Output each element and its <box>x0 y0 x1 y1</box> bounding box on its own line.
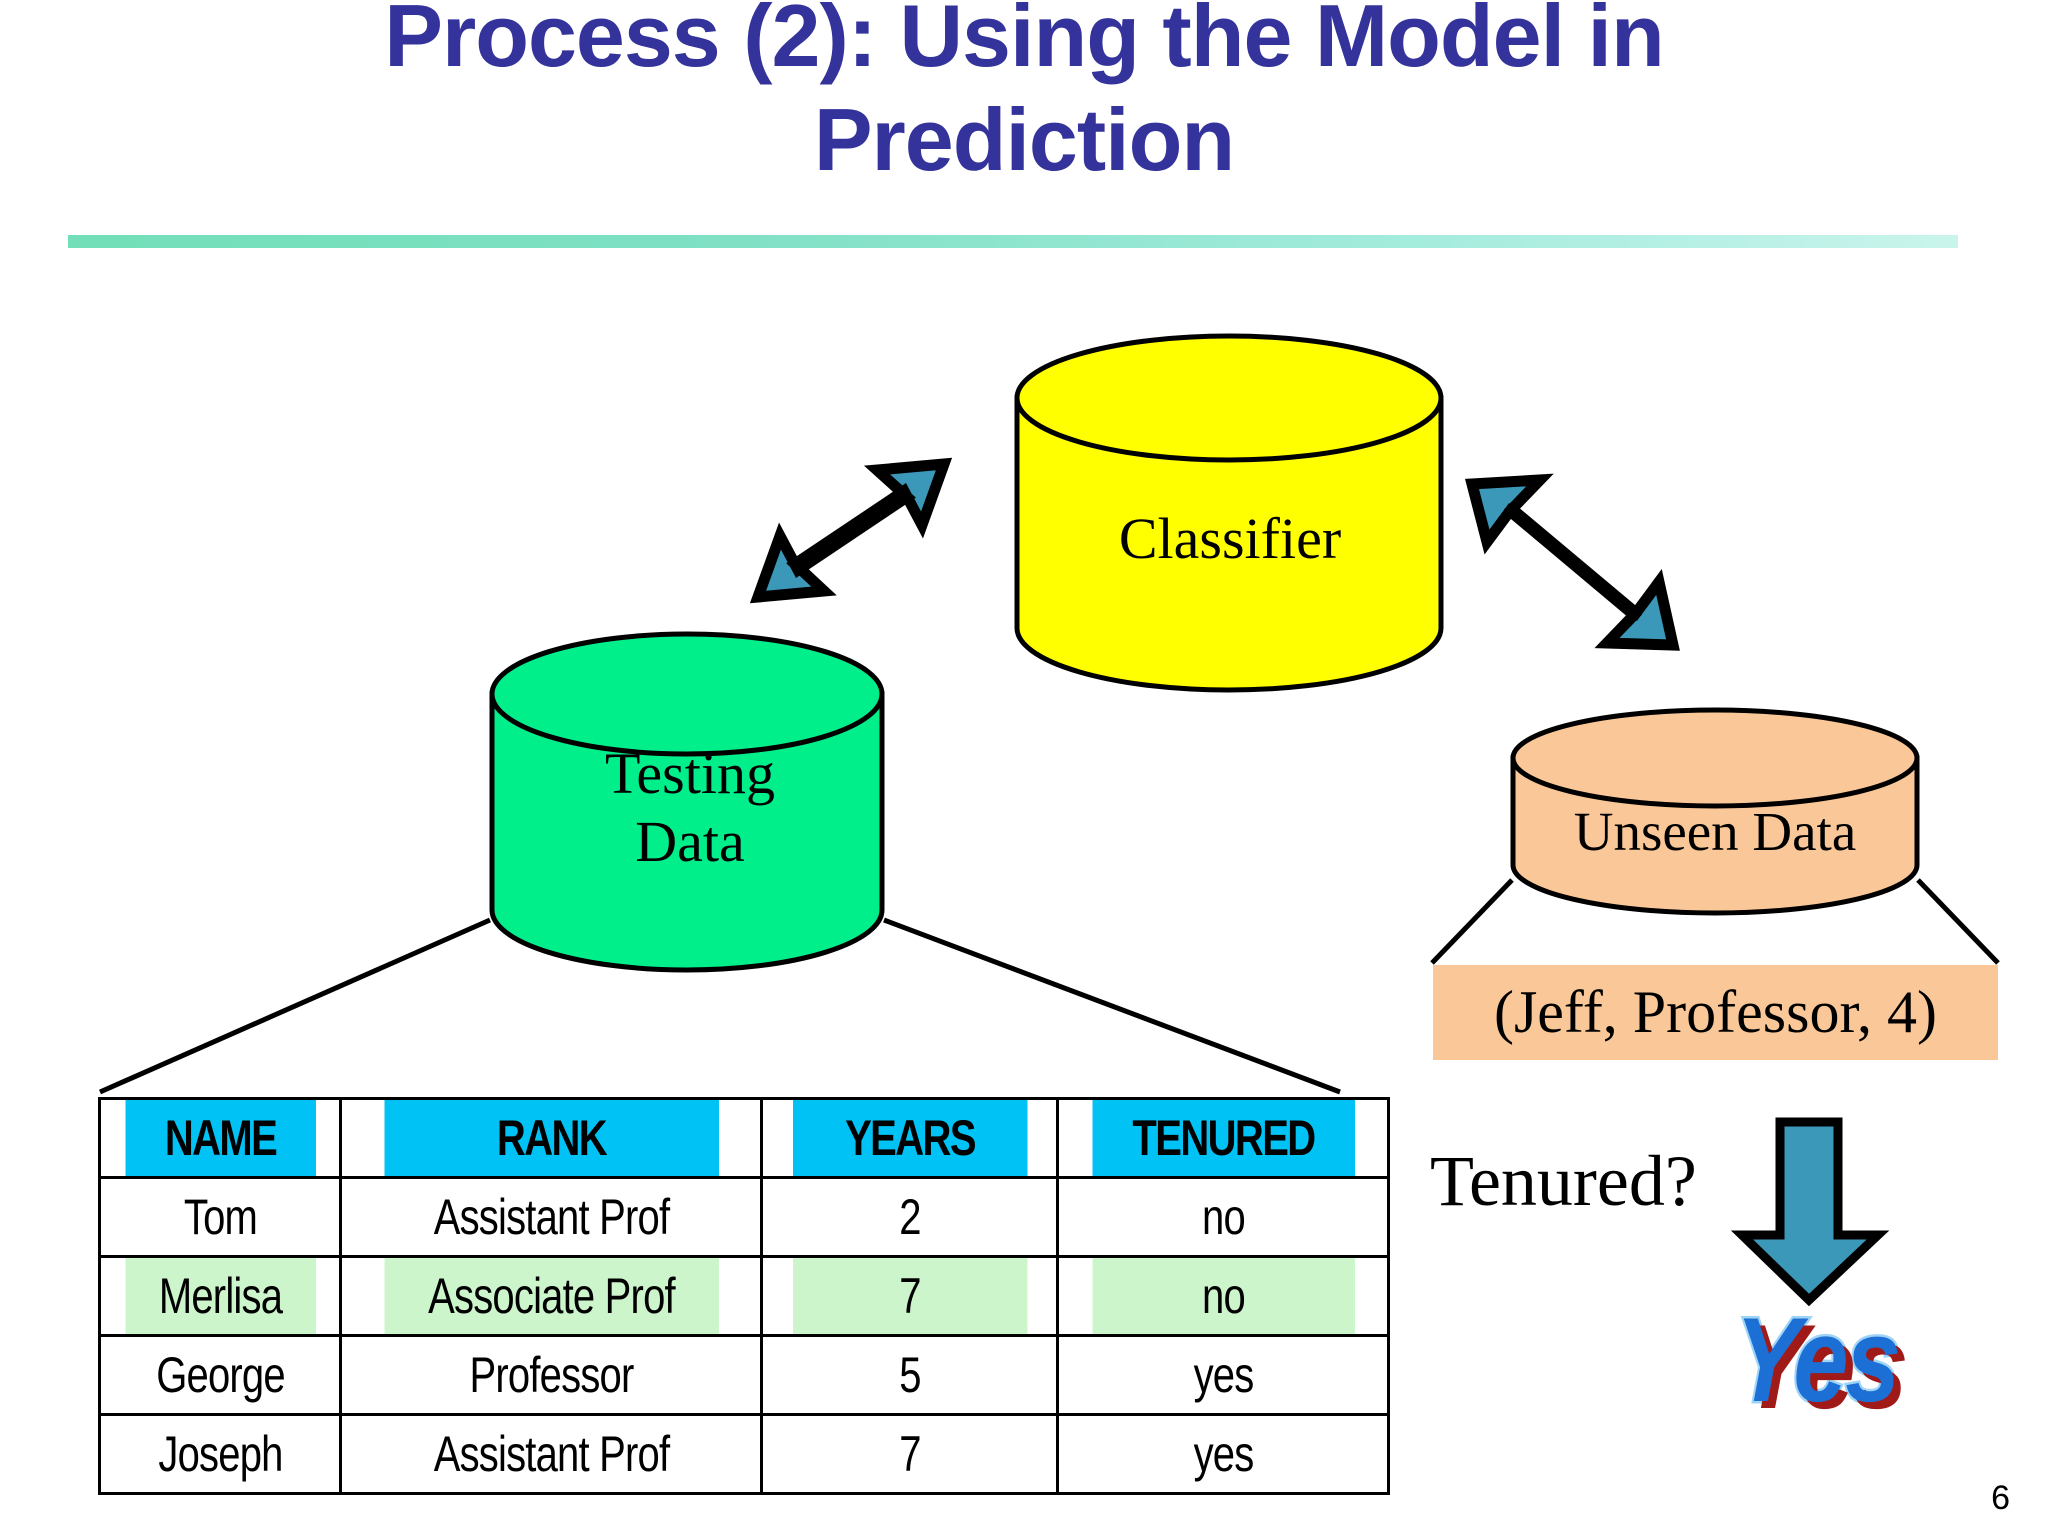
table-row: Tom Assistant Prof 2 no <box>100 1176 1389 1258</box>
testing-to-classifier-arrow <box>749 457 953 604</box>
table-row: Joseph Assistant Prof 7 yes <box>100 1413 1389 1495</box>
cell-name: Merlisa <box>122 1255 318 1337</box>
column-header-name: NAME <box>122 1097 318 1179</box>
cell-years: 5 <box>789 1334 1030 1416</box>
cell-years: 7 <box>789 1255 1030 1337</box>
table-row: George Professor 5 yes <box>100 1334 1389 1416</box>
testing-data-table: NAME RANK YEARS TENURED Tom Assistant Pr… <box>98 1097 1390 1495</box>
cell-tenured: yes <box>1089 1334 1357 1416</box>
cell-name: Joseph <box>122 1413 318 1495</box>
page-title: Process (2): Using the Model in Predicti… <box>384 0 1664 189</box>
classifier-to-unseen-arrow <box>1465 473 1680 651</box>
cell-rank: Associate Prof <box>381 1255 721 1337</box>
column-header-years: YEARS <box>789 1097 1030 1179</box>
testing-data-connectors <box>98 917 1341 1095</box>
cell-name: Tom <box>122 1176 318 1258</box>
cell-tenured: no <box>1089 1255 1357 1337</box>
cell-name: George <box>122 1334 318 1416</box>
classifier-label: Classifier <box>1118 506 1342 571</box>
cell-rank: Professor <box>381 1334 721 1416</box>
cell-years: 7 <box>789 1413 1030 1495</box>
cell-years: 2 <box>789 1176 1030 1258</box>
column-header-tenured: TENURED <box>1089 1097 1357 1179</box>
cell-tenured: yes <box>1089 1413 1357 1495</box>
cell-rank: Assistant Prof <box>381 1413 721 1495</box>
unseen-tuple-box: (Jeff, Professor, 4) <box>1433 965 1998 1060</box>
testing-data-label: Testing Data <box>605 741 775 875</box>
prediction-down-arrow <box>1730 1117 1890 1307</box>
table-row: Merlisa Associate Prof 7 no <box>100 1255 1389 1337</box>
unseen-data-connectors <box>1430 878 2000 965</box>
prediction-answer-wordart: Yes <box>1730 1291 1902 1430</box>
table-header-row: NAME RANK YEARS TENURED <box>100 1097 1389 1179</box>
unseen-data-label: Unseen Data <box>1573 801 1857 862</box>
cell-rank: Assistant Prof <box>381 1176 721 1258</box>
cell-tenured: no <box>1089 1176 1357 1258</box>
page-number: 6 <box>1991 1479 2010 1517</box>
title-divider <box>68 235 1958 248</box>
tenured-question-label: Tenured? <box>1430 1141 1697 1221</box>
column-header-rank: RANK <box>381 1097 721 1179</box>
